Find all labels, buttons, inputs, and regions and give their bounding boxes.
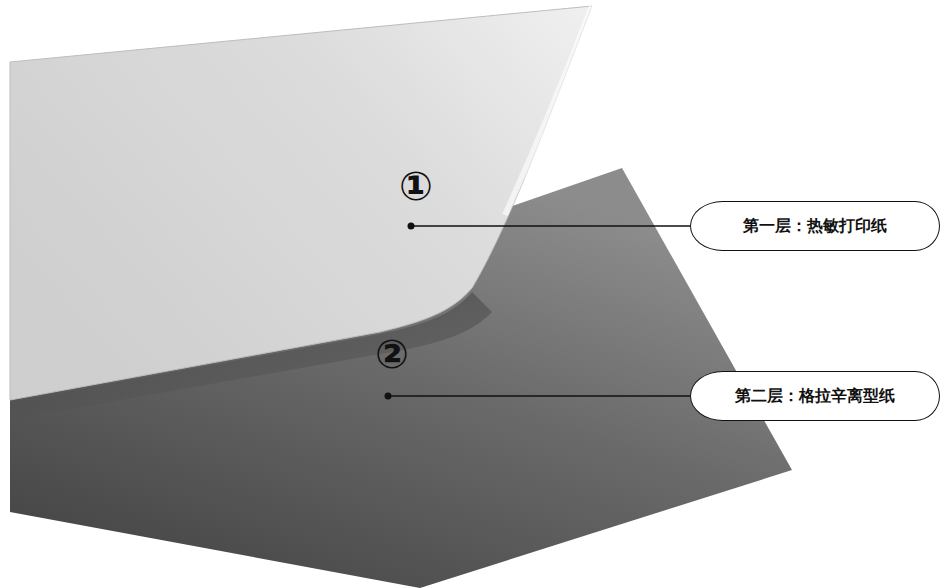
callout-number: ② [375, 334, 409, 374]
callout-text: 第二层：格拉辛离型纸 [735, 386, 895, 407]
callout-number: ① [399, 166, 433, 206]
callout-box: 第一层：热敏打印纸 [690, 201, 940, 251]
curl-highlight [505, 6, 592, 215]
thermal-paper-sheet [10, 6, 592, 400]
callout-text: 第一层：热敏打印纸 [743, 216, 887, 237]
leader-line [411, 225, 690, 227]
callout-box: 第二层：格拉辛离型纸 [690, 371, 940, 421]
leader-line [388, 395, 690, 397]
